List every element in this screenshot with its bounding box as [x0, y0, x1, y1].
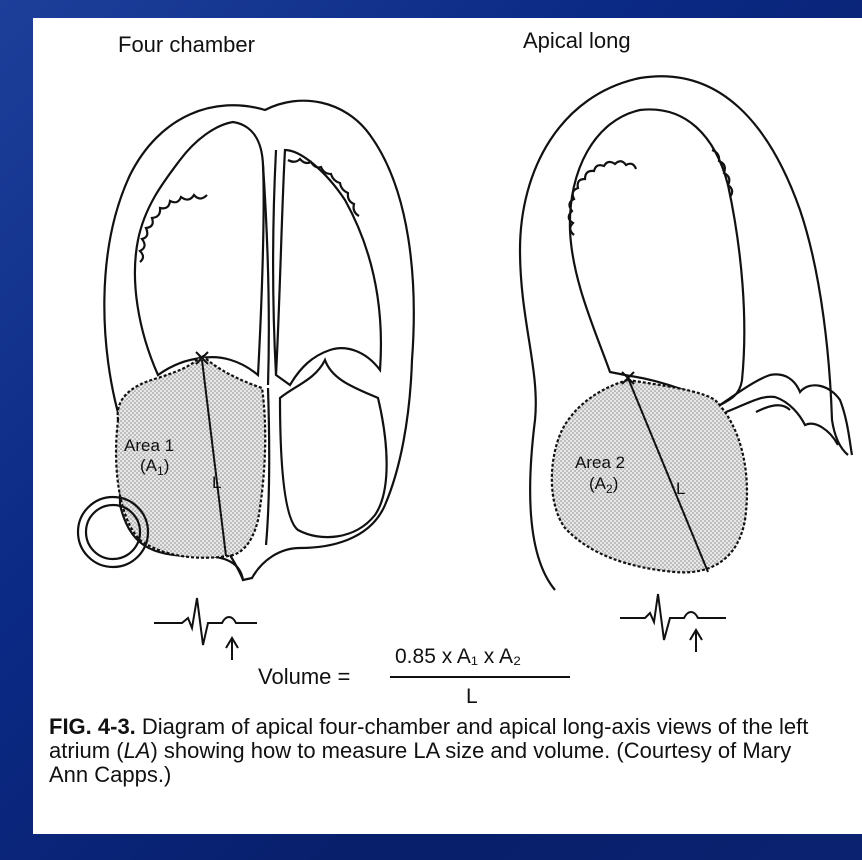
area-1-label-line1: Area 1 — [124, 436, 174, 455]
four-chamber-view — [78, 101, 414, 660]
figure-id: FIG. 4-3. — [49, 714, 136, 739]
left-length-label: L — [212, 473, 221, 492]
right-length-label: L — [676, 479, 685, 498]
caption-text-2: ) showing how to measure LA size and vol… — [49, 738, 791, 787]
left-ecg-trace — [154, 598, 257, 645]
right-ecg-arrow — [690, 630, 702, 652]
figure-caption: FIG. 4-3. Diagram of apical four-chamber… — [49, 715, 819, 787]
apical-long-title: Apical long — [523, 28, 631, 54]
right-atrium — [280, 360, 387, 537]
caption-italic: LA — [124, 738, 151, 763]
area-1-label-line2: (A1) — [140, 456, 169, 478]
left-ecg-arrow — [226, 638, 238, 660]
apical-long-view — [520, 76, 852, 652]
right-ventricle-cavity — [276, 150, 381, 385]
left-atrium-area-2 — [552, 380, 747, 572]
right-ecg-trace — [620, 594, 726, 640]
four-chamber-title: Four chamber — [118, 32, 255, 58]
volume-label: Volume = — [258, 664, 350, 690]
fraction-bar — [390, 676, 570, 678]
volume-numerator: 0.85 x A₁ x A₂ — [395, 645, 521, 669]
volume-denominator: L — [466, 685, 478, 709]
left-atrium-area-1 — [116, 355, 265, 558]
area-2-label-line2: (A2) — [589, 474, 618, 496]
area-2-label-line1: Area 2 — [575, 453, 625, 472]
left-ventricle-cavity — [135, 122, 264, 375]
